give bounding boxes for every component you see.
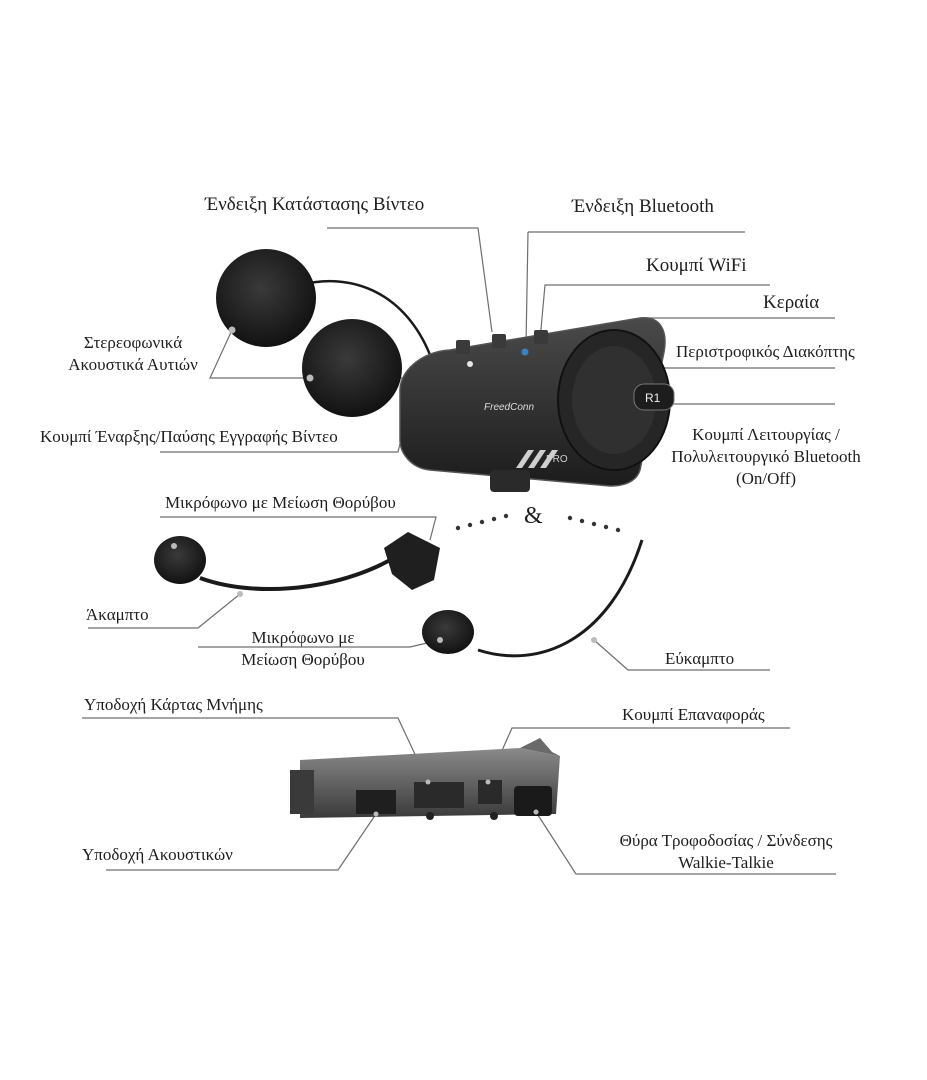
speaker-cable bbox=[299, 280, 434, 361]
label-noise-cancel-mic-2-line1: Μικρόφωνο με bbox=[251, 628, 355, 647]
leader-wifi bbox=[539, 284, 770, 341]
label-power-port-line2: Walkie-Talkie bbox=[678, 853, 774, 872]
leader-jack bbox=[106, 813, 377, 871]
memory-card-port bbox=[414, 782, 464, 808]
reset-port bbox=[478, 780, 502, 804]
leader-power bbox=[535, 811, 836, 875]
label-power-port: Θύρα Τροφοδοσίας / Σύνδεσης Walkie-Talki… bbox=[596, 830, 856, 874]
label-antenna: Κεραία bbox=[763, 292, 820, 313]
leader-mic bbox=[160, 516, 437, 541]
label-flexible: Εύκαμπτο bbox=[665, 649, 735, 668]
rigid-mic-foam bbox=[154, 536, 206, 584]
rigid-mic bbox=[154, 532, 440, 597]
leader-bluetooth-drop bbox=[525, 231, 529, 347]
label-bluetooth-indicator: Ένδειξη Bluetooth bbox=[572, 196, 714, 217]
leader-video-status bbox=[327, 227, 493, 333]
label-earphone-jack: Υποδοχή Ακουστικών bbox=[82, 845, 233, 864]
label-noise-cancel-mic-2-line2: Μείωση Θορύβου bbox=[241, 650, 365, 669]
label-wifi-button: Κουμπί WiFi bbox=[646, 255, 747, 276]
label-function-button-line3: (On/Off) bbox=[735, 469, 797, 488]
rigid-mic-clip bbox=[384, 532, 440, 590]
label-stereo-earphones-line2: Ακουστικά Αυτιών bbox=[68, 355, 198, 374]
power-port bbox=[514, 786, 552, 816]
label-stereo-earphones: Στερεοφωνικά Ακουστικά Αυτιών bbox=[38, 332, 228, 376]
label-noise-cancel-mic-2: Μικρόφωνο με Μείωση Θορύβου bbox=[228, 627, 378, 671]
label-power-port-line1: Θύρα Τροφοδοσίας / Σύνδεσης bbox=[619, 831, 833, 850]
unit-stripes bbox=[516, 450, 558, 468]
stereo-speakers bbox=[216, 249, 434, 417]
label-noise-cancel-mic: Μικρόφωνο με Μείωση Θορύβου bbox=[165, 493, 396, 512]
unit-side-view bbox=[290, 738, 560, 820]
label-reset-button: Κουμπί Επαναφοράς bbox=[622, 705, 765, 724]
unit-model-badge: PRO bbox=[546, 454, 568, 465]
leader-flexible bbox=[593, 639, 770, 671]
leader-rigid bbox=[88, 593, 241, 629]
dotted-separators bbox=[455, 513, 621, 533]
function-button-label: R1 bbox=[645, 391, 661, 405]
flexible-mic-foam bbox=[422, 610, 474, 654]
flexible-mic bbox=[422, 539, 644, 658]
label-rotary-switch: Περιστροφικός Διακόπτης bbox=[676, 342, 855, 361]
label-stereo-earphones-line1: Στερεοφωνικά bbox=[83, 333, 183, 352]
label-rigid: Άκαμπτο bbox=[86, 605, 149, 624]
function-button bbox=[633, 383, 675, 411]
main-unit: FreedConn PRO R1 bbox=[399, 317, 675, 492]
speaker-left bbox=[216, 249, 316, 347]
earphone-jack-port bbox=[356, 790, 396, 814]
label-video-record-button: Κουμπί Έναρξης/Παύσης Εγγραφής Βίντεο bbox=[40, 427, 338, 446]
label-ampersand: & bbox=[524, 503, 543, 529]
label-memory-card-slot: Υποδοχή Κάρτας Μνήμης bbox=[84, 695, 263, 714]
label-video-status-indicator: Ένδειξη Κατάστασης Βίντεο bbox=[205, 194, 425, 215]
unit-brand: FreedConn bbox=[484, 402, 534, 413]
label-function-button: Κουμπί Λειτουργίας / Πολυλειτουργικό Blu… bbox=[656, 424, 876, 490]
label-function-button-line1: Κουμπί Λειτουργίας / bbox=[692, 425, 840, 444]
label-function-button-line2: Πολυλειτουργικό Bluetooth bbox=[671, 447, 861, 466]
speaker-right bbox=[302, 319, 402, 417]
